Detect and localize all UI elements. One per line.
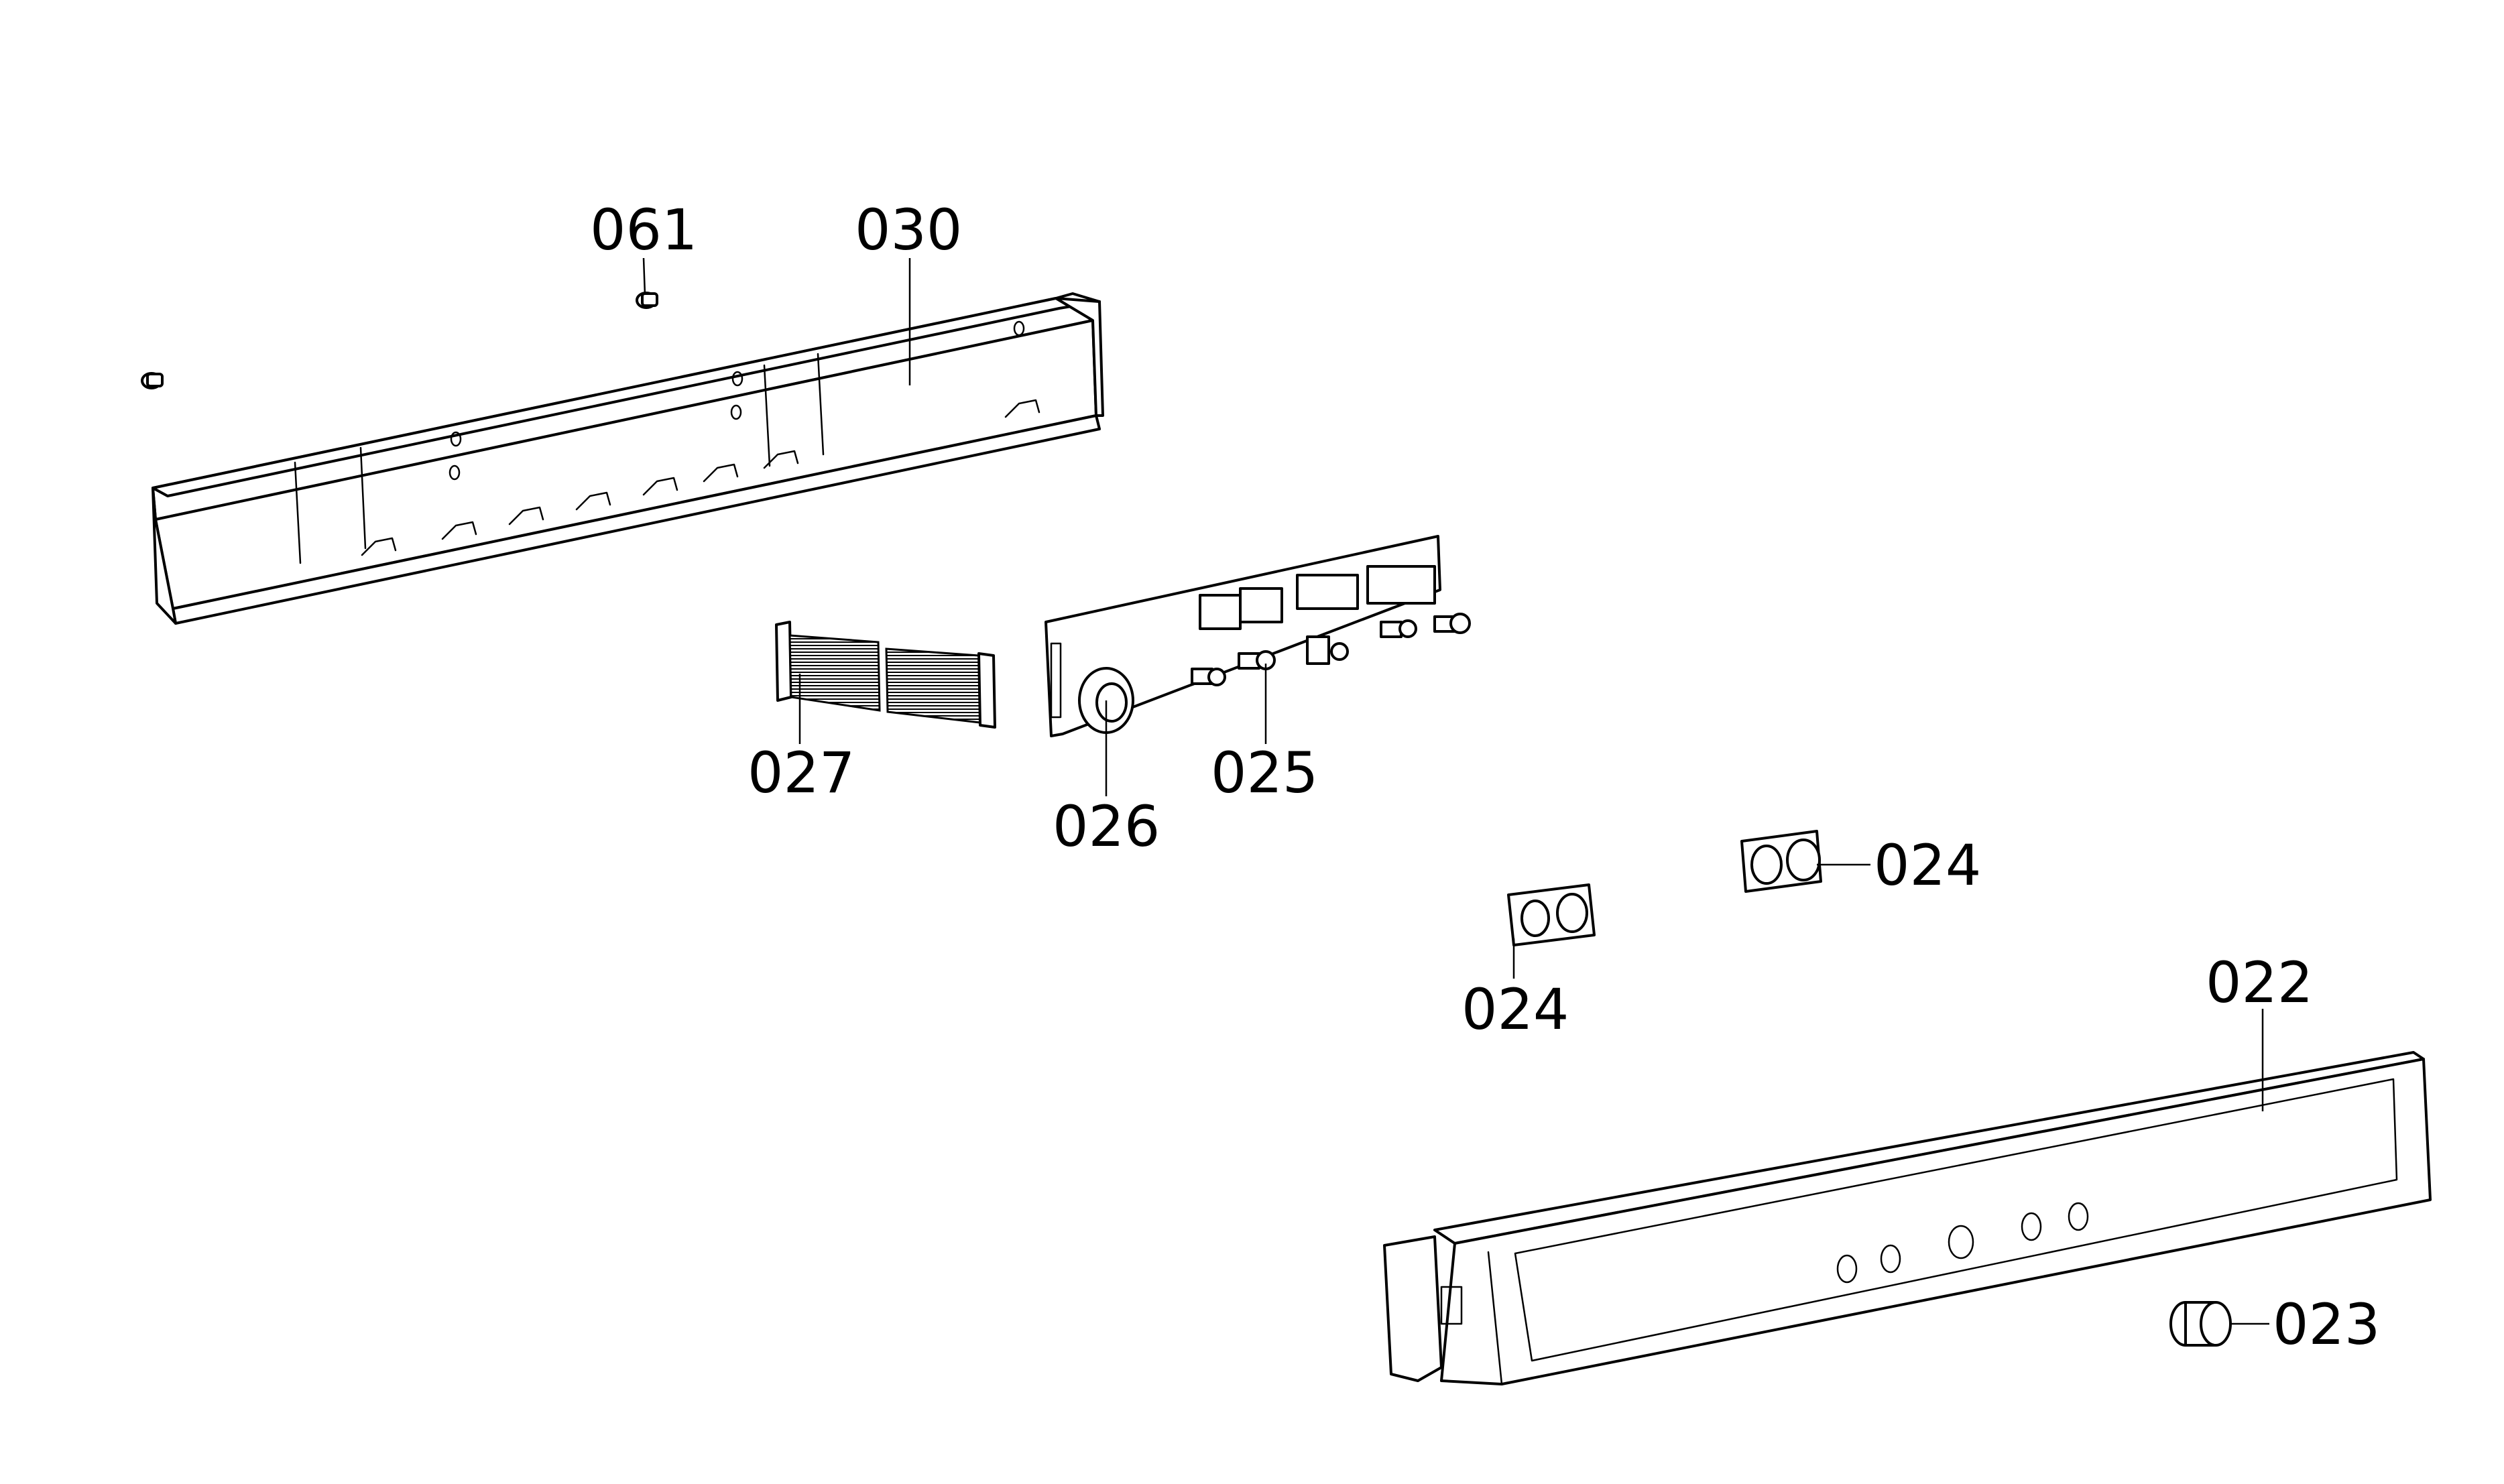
callout-030: 030 (855, 197, 962, 263)
part-023-knob (2169, 1301, 2232, 1347)
callout-022: 022 (2206, 950, 2313, 1015)
part-061-screw (141, 292, 658, 389)
callout-023: 023 (2273, 1292, 2380, 1357)
callout-061: 061 (590, 197, 697, 263)
part-027-ribbon-cable (775, 621, 996, 729)
part-024-button-cap-right (1740, 830, 1822, 893)
callout-024-left: 024 (1462, 977, 1569, 1042)
callout-026: 026 (1053, 794, 1160, 859)
part-022-front-panel (1383, 1051, 2432, 1385)
part-024-button-cap-left (1507, 883, 1596, 946)
callout-027: 027 (748, 740, 855, 806)
part-030-channel-bracket (152, 292, 1104, 625)
callout-labels: 061 030 027 026 025 024 024 022 023 (590, 197, 2380, 1357)
callout-024-right: 024 (1874, 832, 1981, 898)
callout-025: 025 (1211, 740, 1318, 806)
leader-lines (642, 257, 2269, 1325)
part-025-control-board (1045, 535, 1471, 737)
